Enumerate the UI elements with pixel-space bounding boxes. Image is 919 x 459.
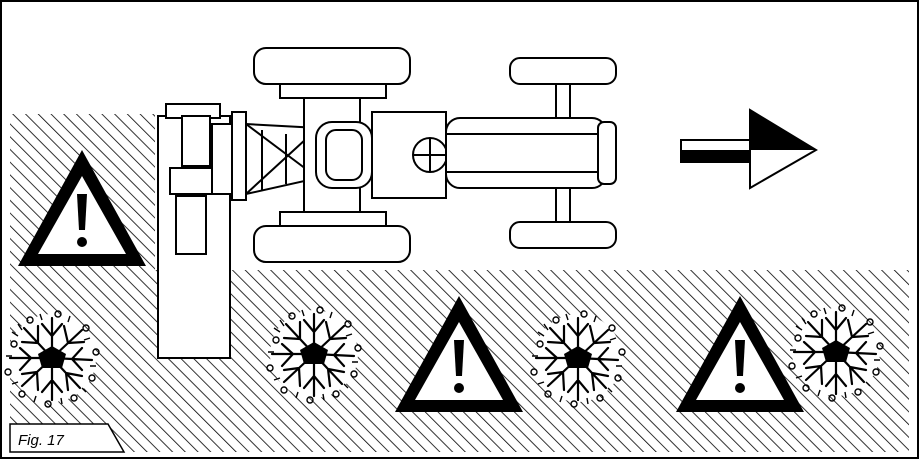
arrow-right-icon [680,108,818,190]
hatched-terrain [10,114,909,452]
caption-tab [9,423,126,453]
tractor-icon [245,47,617,263]
figure-caption: Fig. 17 [18,432,64,449]
side-mounted-flail-mower [157,103,247,359]
